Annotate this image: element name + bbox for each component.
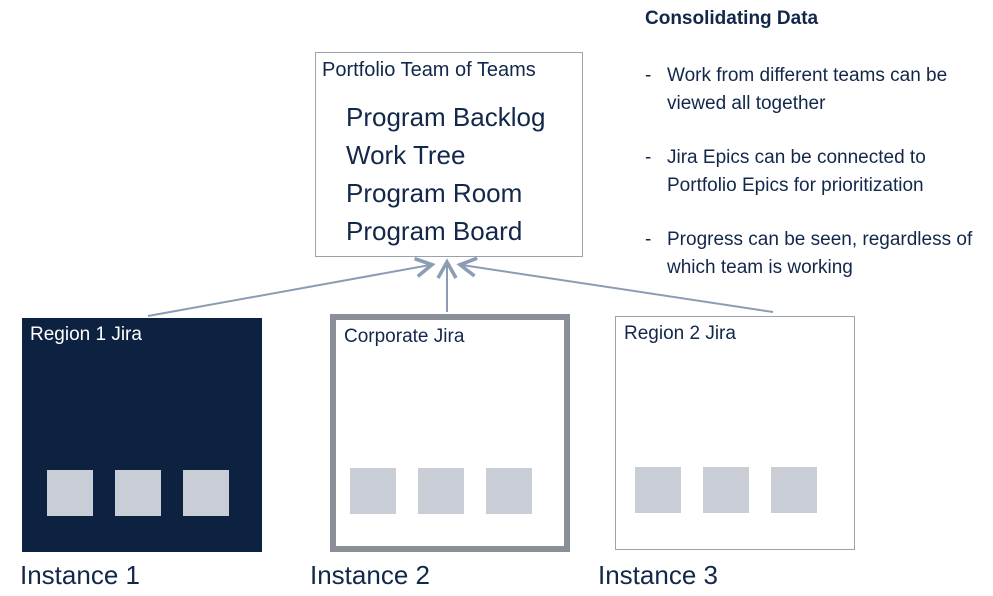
portfolio-item-work-tree: Work Tree bbox=[346, 140, 466, 170]
jira-box-region1: Region 1 Jira bbox=[22, 318, 262, 552]
project-tile bbox=[486, 468, 532, 514]
portfolio-item-program-board: Program Board bbox=[346, 216, 523, 246]
bullet-item: - Work from different teams can be viewe… bbox=[645, 62, 990, 118]
bullet-text: Jira Epics can be connected to Portfolio… bbox=[667, 147, 926, 196]
project-tile-row bbox=[635, 467, 817, 513]
jira-box-corporate: Corporate Jira bbox=[330, 314, 570, 552]
project-tile-row bbox=[350, 468, 532, 514]
jira-box-label: Region 2 Jira bbox=[624, 323, 736, 344]
portfolio-title: Portfolio Team of Teams bbox=[322, 59, 536, 81]
bullet-item: - Jira Epics can be connected to Portfol… bbox=[645, 144, 990, 200]
project-tile bbox=[703, 467, 749, 513]
portfolio-feature-list: Program Backlog Work Tree Program Room P… bbox=[346, 98, 582, 250]
bullet-text: Work from different teams can be viewed … bbox=[667, 65, 948, 114]
project-tile bbox=[635, 467, 681, 513]
jira-box-label: Region 1 Jira bbox=[30, 324, 142, 345]
consolidating-data-title: Consolidating Data bbox=[645, 8, 819, 29]
portfolio-item-program-room: Program Room bbox=[346, 178, 523, 208]
project-tile-row bbox=[47, 470, 229, 516]
bullet-text: Progress can be seen, regardless of whic… bbox=[667, 229, 973, 278]
project-tile bbox=[183, 470, 229, 516]
project-tile bbox=[771, 467, 817, 513]
portfolio-box: Portfolio Team of Teams Program Backlog … bbox=[315, 52, 583, 257]
bullet-item: - Progress can be seen, regardless of wh… bbox=[645, 226, 990, 282]
instance2-caption: Instance 2 bbox=[310, 560, 430, 590]
project-tile bbox=[350, 468, 396, 514]
bullet-dash: - bbox=[645, 229, 652, 250]
portfolio-item-program-backlog: Program Backlog bbox=[346, 102, 546, 132]
instance1-caption: Instance 1 bbox=[20, 560, 140, 590]
jira-box-region2: Region 2 Jira bbox=[615, 316, 855, 550]
bullet-dash: - bbox=[645, 65, 652, 86]
project-tile bbox=[418, 468, 464, 514]
project-tile bbox=[47, 470, 93, 516]
bullet-dash: - bbox=[645, 147, 652, 168]
consolidating-data-panel: Consolidating Data - Work from different… bbox=[645, 8, 990, 308]
jira-box-label: Corporate Jira bbox=[344, 326, 465, 347]
instance3-caption: Instance 3 bbox=[598, 560, 718, 590]
project-tile bbox=[115, 470, 161, 516]
arrow-region1-to-portfolio bbox=[147, 256, 436, 317]
